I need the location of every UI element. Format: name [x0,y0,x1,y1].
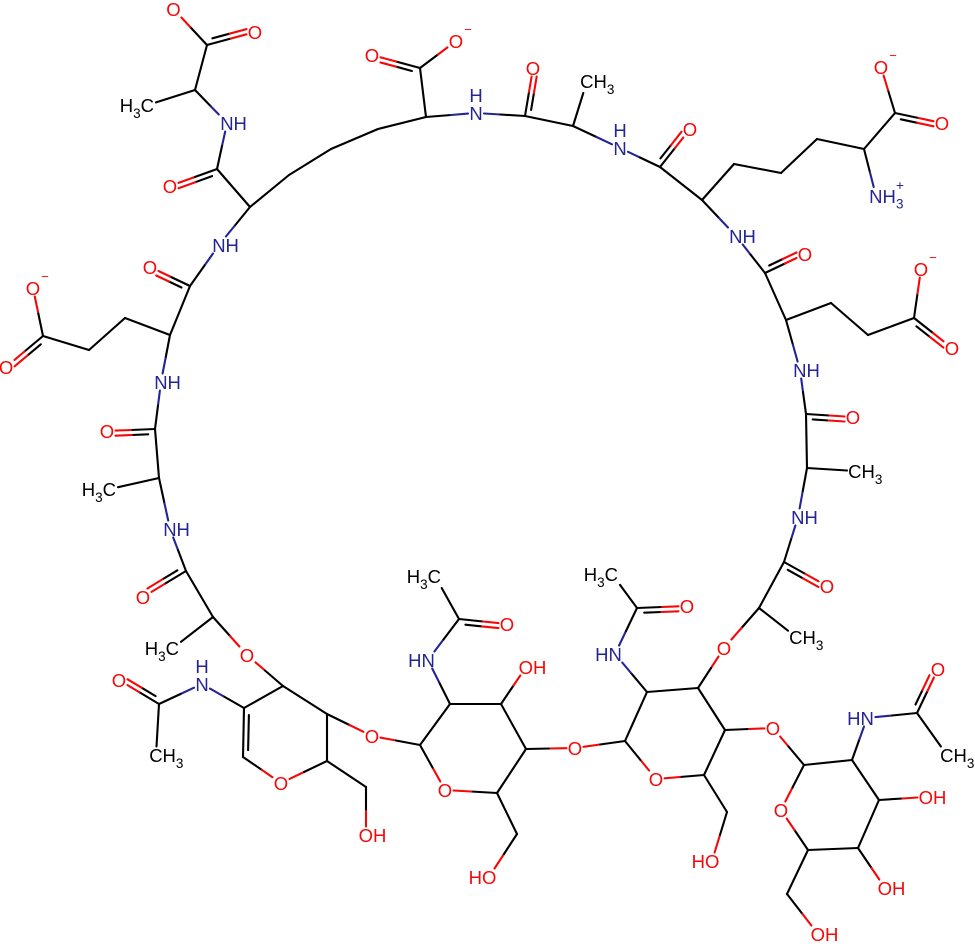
svg-text:O: O [100,421,114,442]
svg-text:H: H [195,656,208,677]
svg-text:O: O [526,58,540,79]
svg-text:O: O [935,113,949,134]
svg-text:O: O [914,259,928,280]
svg-text:O: O [0,357,13,378]
svg-text:O: O [846,407,860,428]
svg-text:O: O [240,645,254,666]
svg-text:H: H [469,85,482,106]
svg-text:−: − [41,269,49,284]
svg-text:N: N [613,138,626,159]
svg-text:OH: OH [519,657,547,678]
svg-text:H: H [613,120,626,141]
svg-text:N: N [469,103,482,124]
svg-text:O: O [136,587,150,608]
svg-text:O: O [438,780,452,801]
svg-text:NH: NH [212,235,239,256]
svg-text:−: − [929,250,937,265]
svg-text:+: + [896,178,904,193]
svg-text:O: O [766,718,780,739]
svg-text:HN: HN [847,708,874,729]
svg-text:OH: OH [359,825,387,846]
svg-text:O: O [365,726,379,747]
svg-text:O: O [163,176,177,197]
svg-text:O: O [449,31,463,52]
svg-text:O: O [248,22,262,43]
svg-text:NH: NH [220,113,247,134]
svg-text:O: O [874,57,888,78]
svg-text:NH: NH [163,519,190,540]
svg-text:O: O [568,738,582,759]
svg-text:O: O [683,119,697,140]
svg-text:O: O [820,576,834,597]
svg-text:O: O [931,659,945,680]
svg-text:O: O [166,0,180,20]
svg-text:−: − [889,48,897,63]
svg-text:3: 3 [896,197,904,212]
svg-text:−: − [182,0,190,5]
svg-text:HN: HN [408,650,435,671]
svg-text:NH: NH [793,360,820,381]
svg-text:O: O [112,670,126,691]
svg-text:O: O [500,614,514,635]
svg-text:NH: NH [729,226,756,247]
svg-text:O: O [143,257,157,278]
svg-text:HN: HN [595,644,622,665]
svg-text:O: O [680,596,694,617]
svg-text:NH: NH [791,507,818,528]
svg-text:O: O [365,45,379,66]
svg-text:HO: HO [469,867,497,888]
svg-text:O: O [274,773,288,794]
svg-text:O: O [774,800,788,821]
svg-text:NH: NH [154,372,181,393]
svg-text:HO: HO [692,851,720,872]
svg-text:OH: OH [919,787,947,808]
svg-text:N: N [195,674,208,695]
svg-text:O: O [717,638,731,659]
svg-text:OH: OH [878,878,906,899]
svg-text:NH: NH [869,186,896,207]
svg-text:O: O [945,338,959,359]
svg-text:O: O [649,769,663,790]
svg-text:O: O [26,278,40,299]
svg-text:−: − [464,22,472,37]
svg-text:OH: OH [811,924,839,942]
svg-text:O: O [798,244,812,265]
